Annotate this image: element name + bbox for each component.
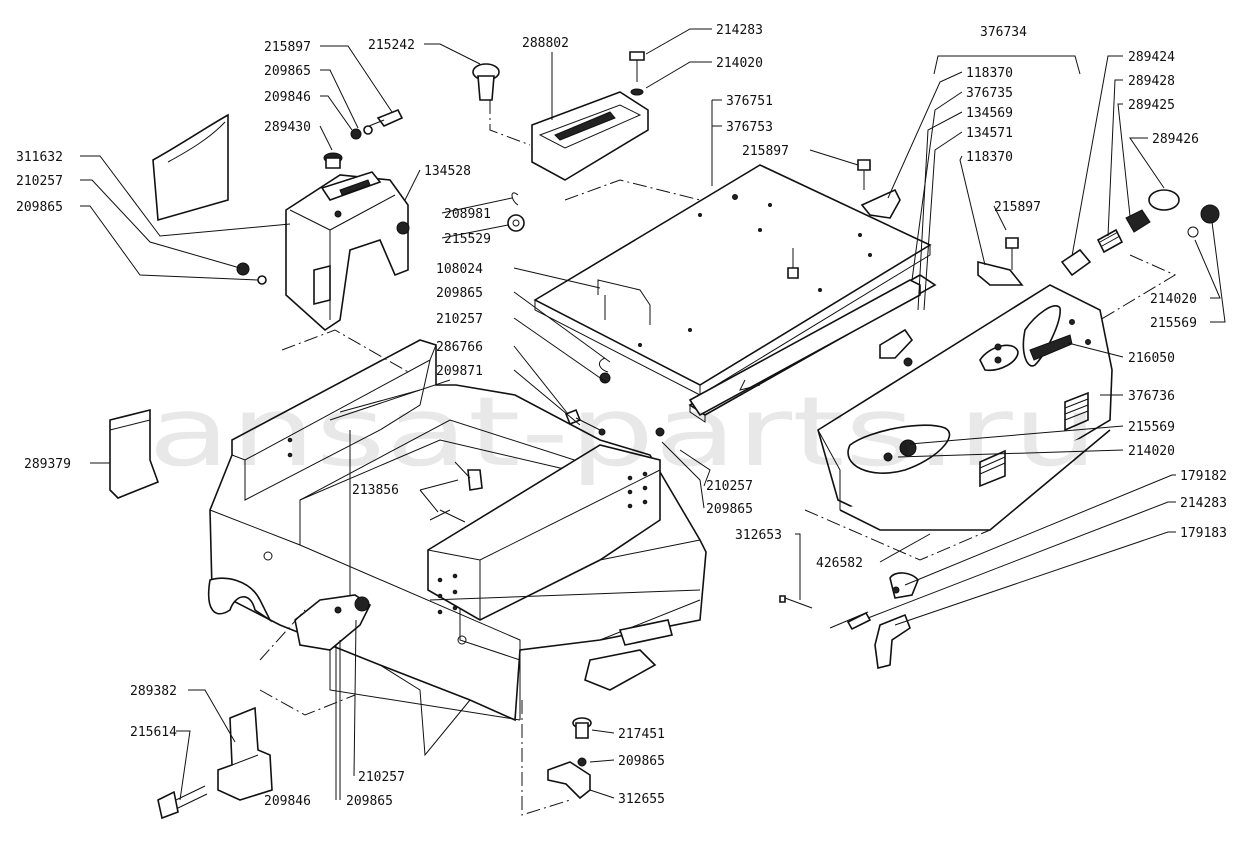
part-label: 215897 bbox=[264, 40, 311, 55]
part-label: 210257 bbox=[436, 312, 483, 327]
part-label: 209865 bbox=[264, 64, 311, 79]
part-label: 210257 bbox=[16, 174, 63, 189]
part-label: 286766 bbox=[436, 340, 483, 355]
part-label: 209865 bbox=[436, 286, 483, 301]
part-label: 214020 bbox=[1128, 444, 1175, 459]
part-label: 179183 bbox=[1180, 526, 1227, 541]
part-label: 210257 bbox=[706, 479, 753, 494]
part-label: 289424 bbox=[1128, 50, 1175, 65]
part-label: 209865 bbox=[618, 754, 665, 769]
part-label: 108024 bbox=[436, 262, 483, 277]
leader-lines bbox=[80, 28, 1226, 816]
part-label: 209871 bbox=[436, 364, 483, 379]
part-label: 289426 bbox=[1152, 132, 1199, 147]
part-label: 376753 bbox=[726, 120, 773, 135]
part-label: 217451 bbox=[618, 727, 665, 742]
part-labels: 215897 215242 288802 214283 214020 37673… bbox=[16, 23, 1227, 809]
part-label: 215569 bbox=[1128, 420, 1175, 435]
part-label: 214020 bbox=[716, 56, 763, 71]
chassis-frame bbox=[208, 339, 707, 757]
part-label: 288802 bbox=[522, 36, 569, 51]
part-label: 209865 bbox=[16, 200, 63, 215]
part-label: 214283 bbox=[716, 23, 763, 38]
part-label: 376734 bbox=[980, 25, 1027, 40]
part-label: 209865 bbox=[346, 794, 393, 809]
seat-box bbox=[688, 279, 1113, 531]
part-label: 289425 bbox=[1128, 98, 1175, 113]
part-label: 209846 bbox=[264, 794, 311, 809]
part-label: 311632 bbox=[16, 150, 63, 165]
part-label: 312653 bbox=[735, 528, 782, 543]
part-label: 215529 bbox=[444, 232, 491, 247]
part-label: 208981 bbox=[444, 207, 491, 222]
part-label: 312655 bbox=[618, 792, 665, 807]
part-label: 213856 bbox=[352, 483, 399, 498]
part-label: 215614 bbox=[130, 725, 177, 740]
part-label: 209846 bbox=[264, 90, 311, 105]
part-label: 289379 bbox=[24, 457, 71, 472]
part-label: 118370 bbox=[966, 66, 1013, 81]
part-label: 214283 bbox=[1180, 496, 1227, 511]
part-label: 426582 bbox=[816, 556, 863, 571]
part-label: 215569 bbox=[1150, 316, 1197, 331]
watermark: ansat-parts.ru bbox=[148, 376, 1098, 488]
part-label: 215897 bbox=[994, 200, 1041, 215]
part-label: 216050 bbox=[1128, 351, 1175, 366]
part-label: 289382 bbox=[130, 684, 177, 699]
front-cover bbox=[285, 171, 410, 332]
part-label: 289428 bbox=[1128, 74, 1175, 89]
plate-holes bbox=[287, 437, 648, 615]
part-label: 118370 bbox=[966, 150, 1013, 165]
small-parts bbox=[109, 51, 1220, 820]
part-label: 134528 bbox=[424, 164, 471, 179]
part-label: 210257 bbox=[358, 770, 405, 785]
part-label: 376736 bbox=[1128, 389, 1175, 404]
part-label: 215897 bbox=[742, 144, 789, 159]
part-label: 179182 bbox=[1180, 469, 1227, 484]
part-label: 209865 bbox=[706, 502, 753, 517]
part-label: 376751 bbox=[726, 94, 773, 109]
part-label: 134569 bbox=[966, 106, 1013, 121]
part-label: 289430 bbox=[264, 120, 311, 135]
part-label: 134571 bbox=[966, 126, 1013, 141]
part-label: 376735 bbox=[966, 86, 1013, 101]
part-label: 214020 bbox=[1150, 292, 1197, 307]
part-label: 215242 bbox=[368, 38, 415, 53]
